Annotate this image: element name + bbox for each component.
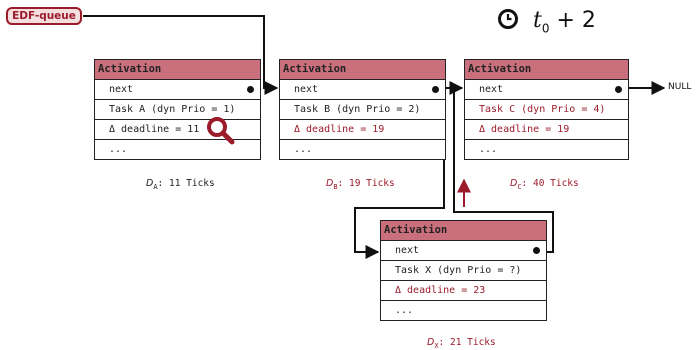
- pointer-dot: [432, 86, 439, 93]
- row-next: next: [465, 80, 628, 100]
- null-label: NULL: [668, 82, 692, 92]
- card-header: Activation: [280, 60, 445, 80]
- caption-c: DC: 40 Ticks: [510, 178, 579, 191]
- time-sub: 0: [541, 21, 550, 36]
- row-deadline: Δ deadline = 19: [465, 120, 628, 140]
- row-more: ...: [479, 144, 498, 155]
- caption-b: DB: 19 Ticks: [326, 178, 395, 191]
- activation-card-c: Activation next Task C (dyn Prio = 4) Δ …: [464, 59, 629, 160]
- time-indicator: t0 + 2: [497, 8, 596, 35]
- activation-card-b: Activation next Task B (dyn Prio = 2) Δ …: [279, 59, 446, 160]
- row-task: Task B (dyn Prio = 2): [280, 100, 445, 120]
- pointer-dot: [615, 86, 622, 93]
- x-to-c-arrow: [453, 87, 554, 253]
- edf-queue-label: EDF-queue: [6, 7, 82, 25]
- row-task: Task A (dyn Prio = 1): [95, 100, 260, 120]
- time-offset: + 2: [549, 8, 596, 33]
- clock-icon: [498, 9, 518, 29]
- activation-card-a: Activation next Task A (dyn Prio = 1) Δ …: [94, 59, 261, 160]
- card-header: Activation: [381, 221, 546, 241]
- time-var: t: [533, 8, 542, 33]
- card-header: Activation: [95, 60, 260, 80]
- row-next: next: [280, 80, 445, 100]
- row-deadline: Δ deadline = 11: [95, 120, 260, 140]
- queue-pointer-arrow: [83, 15, 279, 95]
- row-more: ...: [109, 144, 128, 155]
- row-deadline: Δ deadline = 23: [381, 281, 546, 301]
- row-task: Task X (dyn Prio = ?): [381, 261, 546, 281]
- magnifier-icon: [207, 117, 235, 145]
- row-more: ...: [294, 144, 313, 155]
- b-to-x-arrow: [354, 88, 445, 259]
- row-task: Task C (dyn Prio = 4): [465, 100, 628, 120]
- pointer-dot: [247, 86, 254, 93]
- row-deadline: Δ deadline = 19: [280, 120, 445, 140]
- caption-x: DX: 21 Ticks: [427, 337, 496, 350]
- row-next: next: [95, 80, 260, 100]
- row-next: next: [381, 241, 546, 261]
- pointer-dot: [533, 247, 540, 254]
- activation-card-x: Activation next Task X (dyn Prio = ?) Δ …: [380, 220, 547, 321]
- row-more: ...: [395, 305, 414, 316]
- card-header: Activation: [465, 60, 628, 80]
- caption-a: DA: 11 Ticks: [146, 178, 215, 191]
